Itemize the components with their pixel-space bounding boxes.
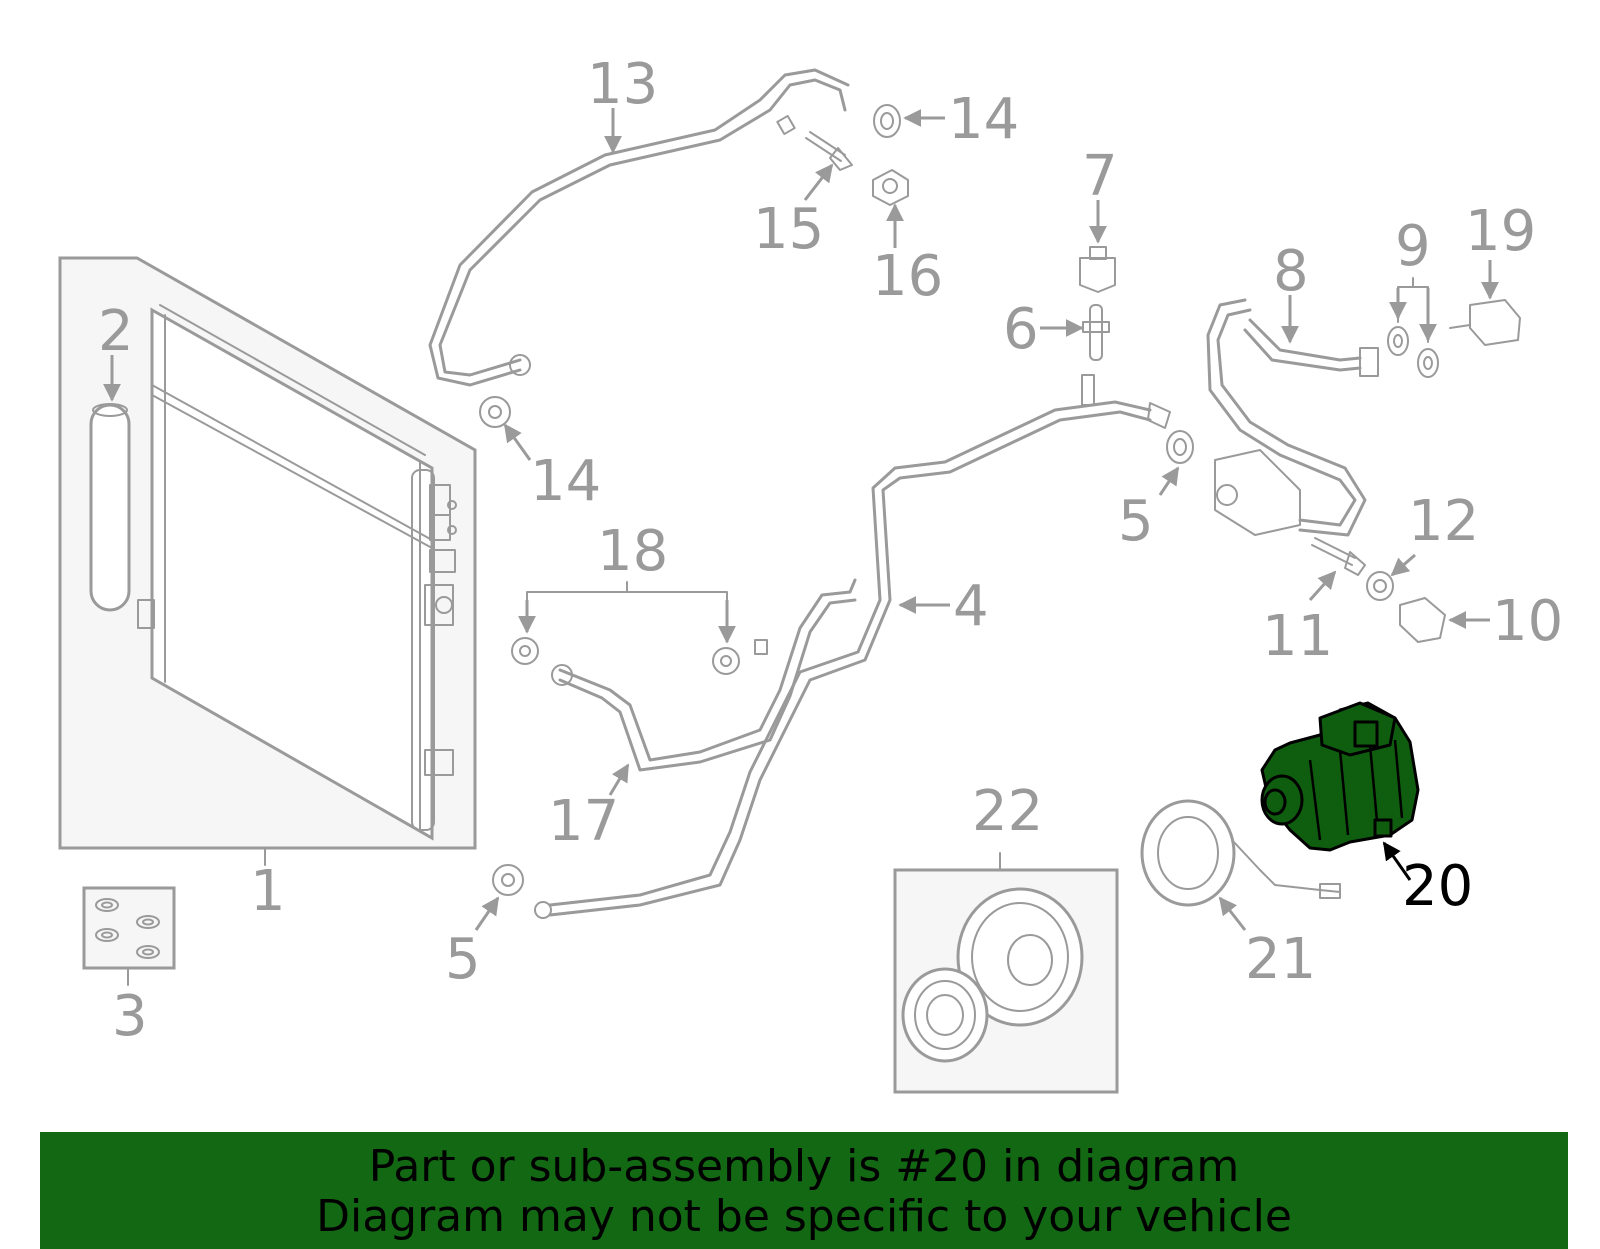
callout-12: 12 <box>1408 489 1479 554</box>
condenser-assembly <box>58 256 477 850</box>
callout-15: 15 <box>753 197 824 262</box>
hose-13 <box>428 68 850 387</box>
line-4 <box>534 374 1171 919</box>
callout-3: 3 <box>112 984 148 1049</box>
washer-9a <box>1387 326 1409 356</box>
ac-compressor-20 <box>1260 701 1420 881</box>
washer-5-right <box>1166 430 1194 464</box>
washer-5-left <box>492 864 524 896</box>
callout-20: 20 <box>1402 854 1473 919</box>
callout-6: 6 <box>1003 297 1039 362</box>
callout-11: 11 <box>1262 604 1333 669</box>
info-banner: Part or sub-assembly is #20 in diagram D… <box>40 1132 1568 1249</box>
washer-9b <box>1417 348 1439 378</box>
seal-kit <box>82 886 176 986</box>
washer-18b <box>712 647 740 675</box>
washer-14-top <box>873 104 901 138</box>
callout-10: 10 <box>1492 589 1563 654</box>
callout-labels: 1 2 3 4 5 5 6 7 8 9 10 11 12 13 14 14 15… <box>98 52 1563 1049</box>
nut-16 <box>872 169 909 206</box>
washer-12 <box>1366 571 1394 601</box>
hose-17 <box>551 578 857 772</box>
callout-18: 18 <box>597 519 668 584</box>
washer-14-left <box>479 396 511 428</box>
callout-arrows <box>474 108 1499 931</box>
callout-5-right: 5 <box>1118 489 1154 554</box>
callout-7: 7 <box>1082 144 1118 209</box>
callout-4: 4 <box>953 574 989 639</box>
callout-14-top: 14 <box>948 87 1019 152</box>
clutch-kit-22 <box>893 852 1119 1094</box>
bolt-11 <box>1311 537 1366 576</box>
callout-1: 1 <box>250 859 286 924</box>
hose-8 <box>1206 298 1379 537</box>
callout-2: 2 <box>98 299 134 364</box>
callout-17: 17 <box>548 789 619 854</box>
callout-19: 19 <box>1465 199 1536 264</box>
callout-13: 13 <box>587 52 658 117</box>
valve-6 <box>1082 304 1110 361</box>
switch-10 <box>1399 597 1446 643</box>
callout-21: 21 <box>1245 927 1316 992</box>
washer-18a <box>511 637 539 665</box>
field-coil-21 <box>1140 799 1341 907</box>
sensor-19 <box>1449 299 1521 346</box>
callout-8: 8 <box>1273 239 1309 304</box>
receiver-drier <box>89 355 131 612</box>
callout-22: 22 <box>972 779 1043 844</box>
callout-16: 16 <box>872 244 943 309</box>
bolt-15 <box>805 131 853 171</box>
callout-9: 9 <box>1395 214 1431 279</box>
banner-line-1: Part or sub-assembly is #20 in diagram <box>368 1141 1240 1192</box>
cap-7 <box>1079 246 1116 293</box>
callout-14-left: 14 <box>530 449 601 514</box>
banner-line-2: Diagram may not be specific to your vehi… <box>316 1191 1292 1242</box>
callout-5-left: 5 <box>445 927 481 992</box>
